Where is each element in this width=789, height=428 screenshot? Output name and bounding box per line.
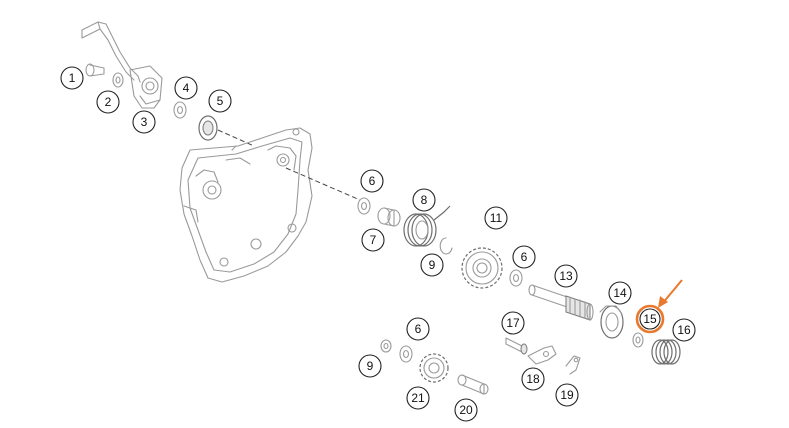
washer-part — [112, 72, 124, 88]
callout-label: 11 — [490, 211, 503, 225]
highlight-ring — [635, 304, 665, 334]
engine-case — [179, 127, 313, 283]
callout-14: 14 — [608, 281, 632, 305]
washer-part — [357, 197, 371, 215]
callout-label: 4 — [183, 81, 190, 95]
callout-label: 6 — [521, 250, 528, 264]
callout-label: 6 — [369, 174, 376, 188]
callout-19: 19 — [555, 383, 579, 407]
callout-label: 20 — [459, 403, 473, 417]
bushing-part — [377, 207, 401, 227]
circlip-part — [439, 237, 453, 255]
callout-label: 17 — [506, 316, 520, 330]
callout-6-lower: 6 — [406, 317, 430, 341]
callout-6-upper: 6 — [360, 169, 384, 193]
kick-gear-part — [461, 247, 503, 289]
idler-shaft-part — [457, 374, 489, 395]
callout-label: 15 — [643, 312, 657, 326]
callout-label: 3 — [141, 115, 148, 129]
callout-17: 17 — [501, 311, 525, 335]
callout-label: 1 — [69, 71, 76, 85]
ratchet-wheel-part — [599, 305, 624, 339]
leader-line — [285, 167, 361, 201]
callout-6-middle: 6 — [512, 245, 536, 269]
kick-starter-lever — [81, 21, 163, 109]
callout-label: 18 — [526, 372, 540, 386]
callout-label: 5 — [217, 94, 224, 108]
leader-line — [217, 129, 255, 147]
callout-20: 20 — [454, 398, 478, 422]
idler-gear-part — [419, 353, 449, 383]
torsion-spring-part — [403, 205, 451, 247]
highlight-arrow-head — [658, 296, 668, 308]
callout-18: 18 — [521, 367, 545, 391]
bracket-part — [527, 345, 557, 365]
callout-7: 7 — [361, 228, 385, 252]
bolt-part — [505, 337, 528, 355]
callout-label: 21 — [411, 391, 425, 405]
highlighted-washer-part — [632, 332, 644, 348]
callout-label: 8 — [421, 193, 428, 207]
callout-1: 1 — [60, 66, 84, 90]
compression-spring-part — [651, 339, 681, 365]
washer-part — [399, 345, 413, 363]
highlight-marker — [635, 279, 683, 334]
callout-8: 8 — [412, 188, 436, 212]
callout-label: 13 — [559, 269, 573, 283]
callout-label: 19 — [560, 388, 574, 402]
callout-5: 5 — [208, 89, 232, 113]
callout-2: 2 — [96, 90, 120, 114]
callout-13: 13 — [554, 264, 578, 288]
kick-shaft-part — [528, 284, 594, 321]
callout-15: 15 — [639, 308, 661, 330]
callout-9-upper: 9 — [420, 253, 444, 277]
callout-label: 6 — [415, 322, 422, 336]
spring-clip-part — [565, 355, 581, 375]
callout-label: 2 — [105, 95, 112, 109]
circlip-part — [380, 339, 392, 353]
callout-label: 7 — [370, 233, 377, 247]
callout-16: 16 — [672, 318, 696, 342]
callout-3: 3 — [132, 110, 156, 134]
bolt-part — [85, 63, 105, 77]
shaft-seal-part — [198, 115, 218, 141]
callout-label: 14 — [613, 286, 627, 300]
callout-21: 21 — [406, 386, 430, 410]
callout-label: 16 — [677, 323, 691, 337]
callout-label: 9 — [367, 359, 374, 373]
callout-4: 4 — [174, 76, 198, 100]
washer-part — [173, 101, 187, 119]
washer-part — [509, 269, 523, 287]
callout-label: 9 — [429, 258, 436, 272]
callout-11: 11 — [484, 206, 508, 230]
callout-9-lower: 9 — [358, 354, 382, 378]
